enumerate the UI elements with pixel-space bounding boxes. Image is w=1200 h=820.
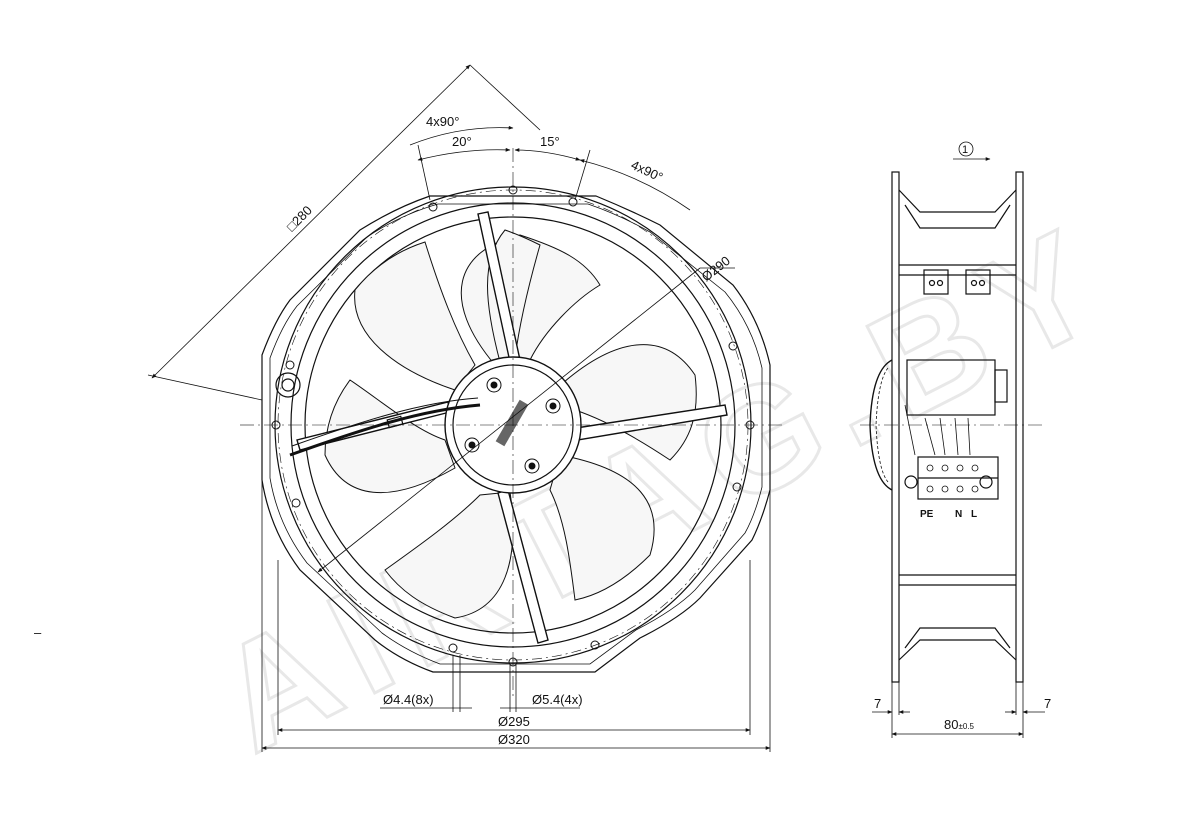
terminal-screw-right (979, 475, 993, 489)
fan-blade (354, 241, 476, 391)
dim-leader-290 (317, 267, 701, 573)
hub-bolt (524, 458, 540, 474)
mounting-hole (291, 498, 301, 508)
dim-line-280 (151, 64, 471, 379)
terminal-screws (926, 464, 979, 493)
label-angle-15: 15° (540, 134, 560, 149)
mounting-hole (732, 482, 742, 492)
label-angle-20: 20° (452, 134, 472, 149)
label-angle-top-left: 4x90° (426, 114, 459, 129)
mounting-hole (590, 640, 600, 650)
ground-screw (904, 475, 918, 489)
label-angle-top-right: 4x90° (629, 157, 666, 185)
airflow-marker-label: 1 (962, 144, 968, 156)
centerlines (240, 148, 785, 700)
mounting-hole (728, 341, 738, 351)
hub-bolts (464, 377, 561, 474)
fan-blade (384, 491, 514, 619)
fan-blade (487, 229, 541, 363)
side-dimensions (872, 141, 1045, 738)
label-offset-right: 7 (1044, 696, 1051, 711)
label-depth: 80±0.5 (944, 717, 975, 732)
top-clip-right (965, 269, 991, 295)
mounting-hole (568, 197, 578, 207)
label-diameter-290: Ø290 (699, 253, 733, 284)
label-depth-tolerance: ±0.5 (958, 722, 974, 731)
cable-gland (275, 372, 301, 398)
label-hole-small: Ø4.4(8x) (383, 692, 434, 707)
label-offset-left: 7 (874, 696, 881, 711)
dim-arc-4x90-left (409, 125, 514, 146)
watermark: AIRTAG.BY (190, 189, 1139, 785)
hub-bolt (545, 398, 561, 414)
power-cable-inner (291, 397, 479, 447)
label-diameter-295: Ø295 (498, 714, 530, 729)
dim-arc-4x90-right (579, 159, 691, 211)
terminal-label-l: L (971, 509, 977, 520)
margin-mark: – (34, 625, 42, 640)
side-labels: 1 PE N L 7 7 80±0.5 (874, 144, 1051, 732)
side-flange-right (1015, 171, 1024, 683)
terminal-label-pe: PE (920, 509, 934, 520)
airflow-marker-circle (958, 141, 974, 157)
dim-arc-20 (417, 147, 511, 161)
mounting-hole (285, 360, 295, 370)
front-dimensions (147, 64, 771, 752)
hub-bolt (486, 377, 502, 393)
capacitor-cap (994, 369, 1008, 403)
dim-arc-15 (514, 148, 581, 161)
terminal-label-n: N (955, 509, 962, 520)
top-bracket (898, 189, 1017, 229)
power-cable (289, 403, 481, 457)
mounting-hole (448, 643, 458, 653)
label-square-280: □280 (284, 203, 315, 234)
cable-gland-inner (281, 378, 295, 392)
fan-blade (549, 454, 655, 601)
side-view (860, 171, 1045, 683)
hub-bolt (464, 437, 480, 453)
label-hole-large: Ø5.4(4x) (532, 692, 583, 707)
top-clip-left (923, 269, 949, 295)
cable-clip (386, 415, 404, 429)
bottom-bracket (898, 627, 1017, 661)
side-flange-left (891, 171, 900, 683)
label-depth-value: 80 (944, 717, 958, 732)
watermark-text: AIRTAG.BY (191, 191, 1137, 784)
label-diameter-320: Ø320 (498, 732, 530, 747)
wires (904, 404, 971, 456)
